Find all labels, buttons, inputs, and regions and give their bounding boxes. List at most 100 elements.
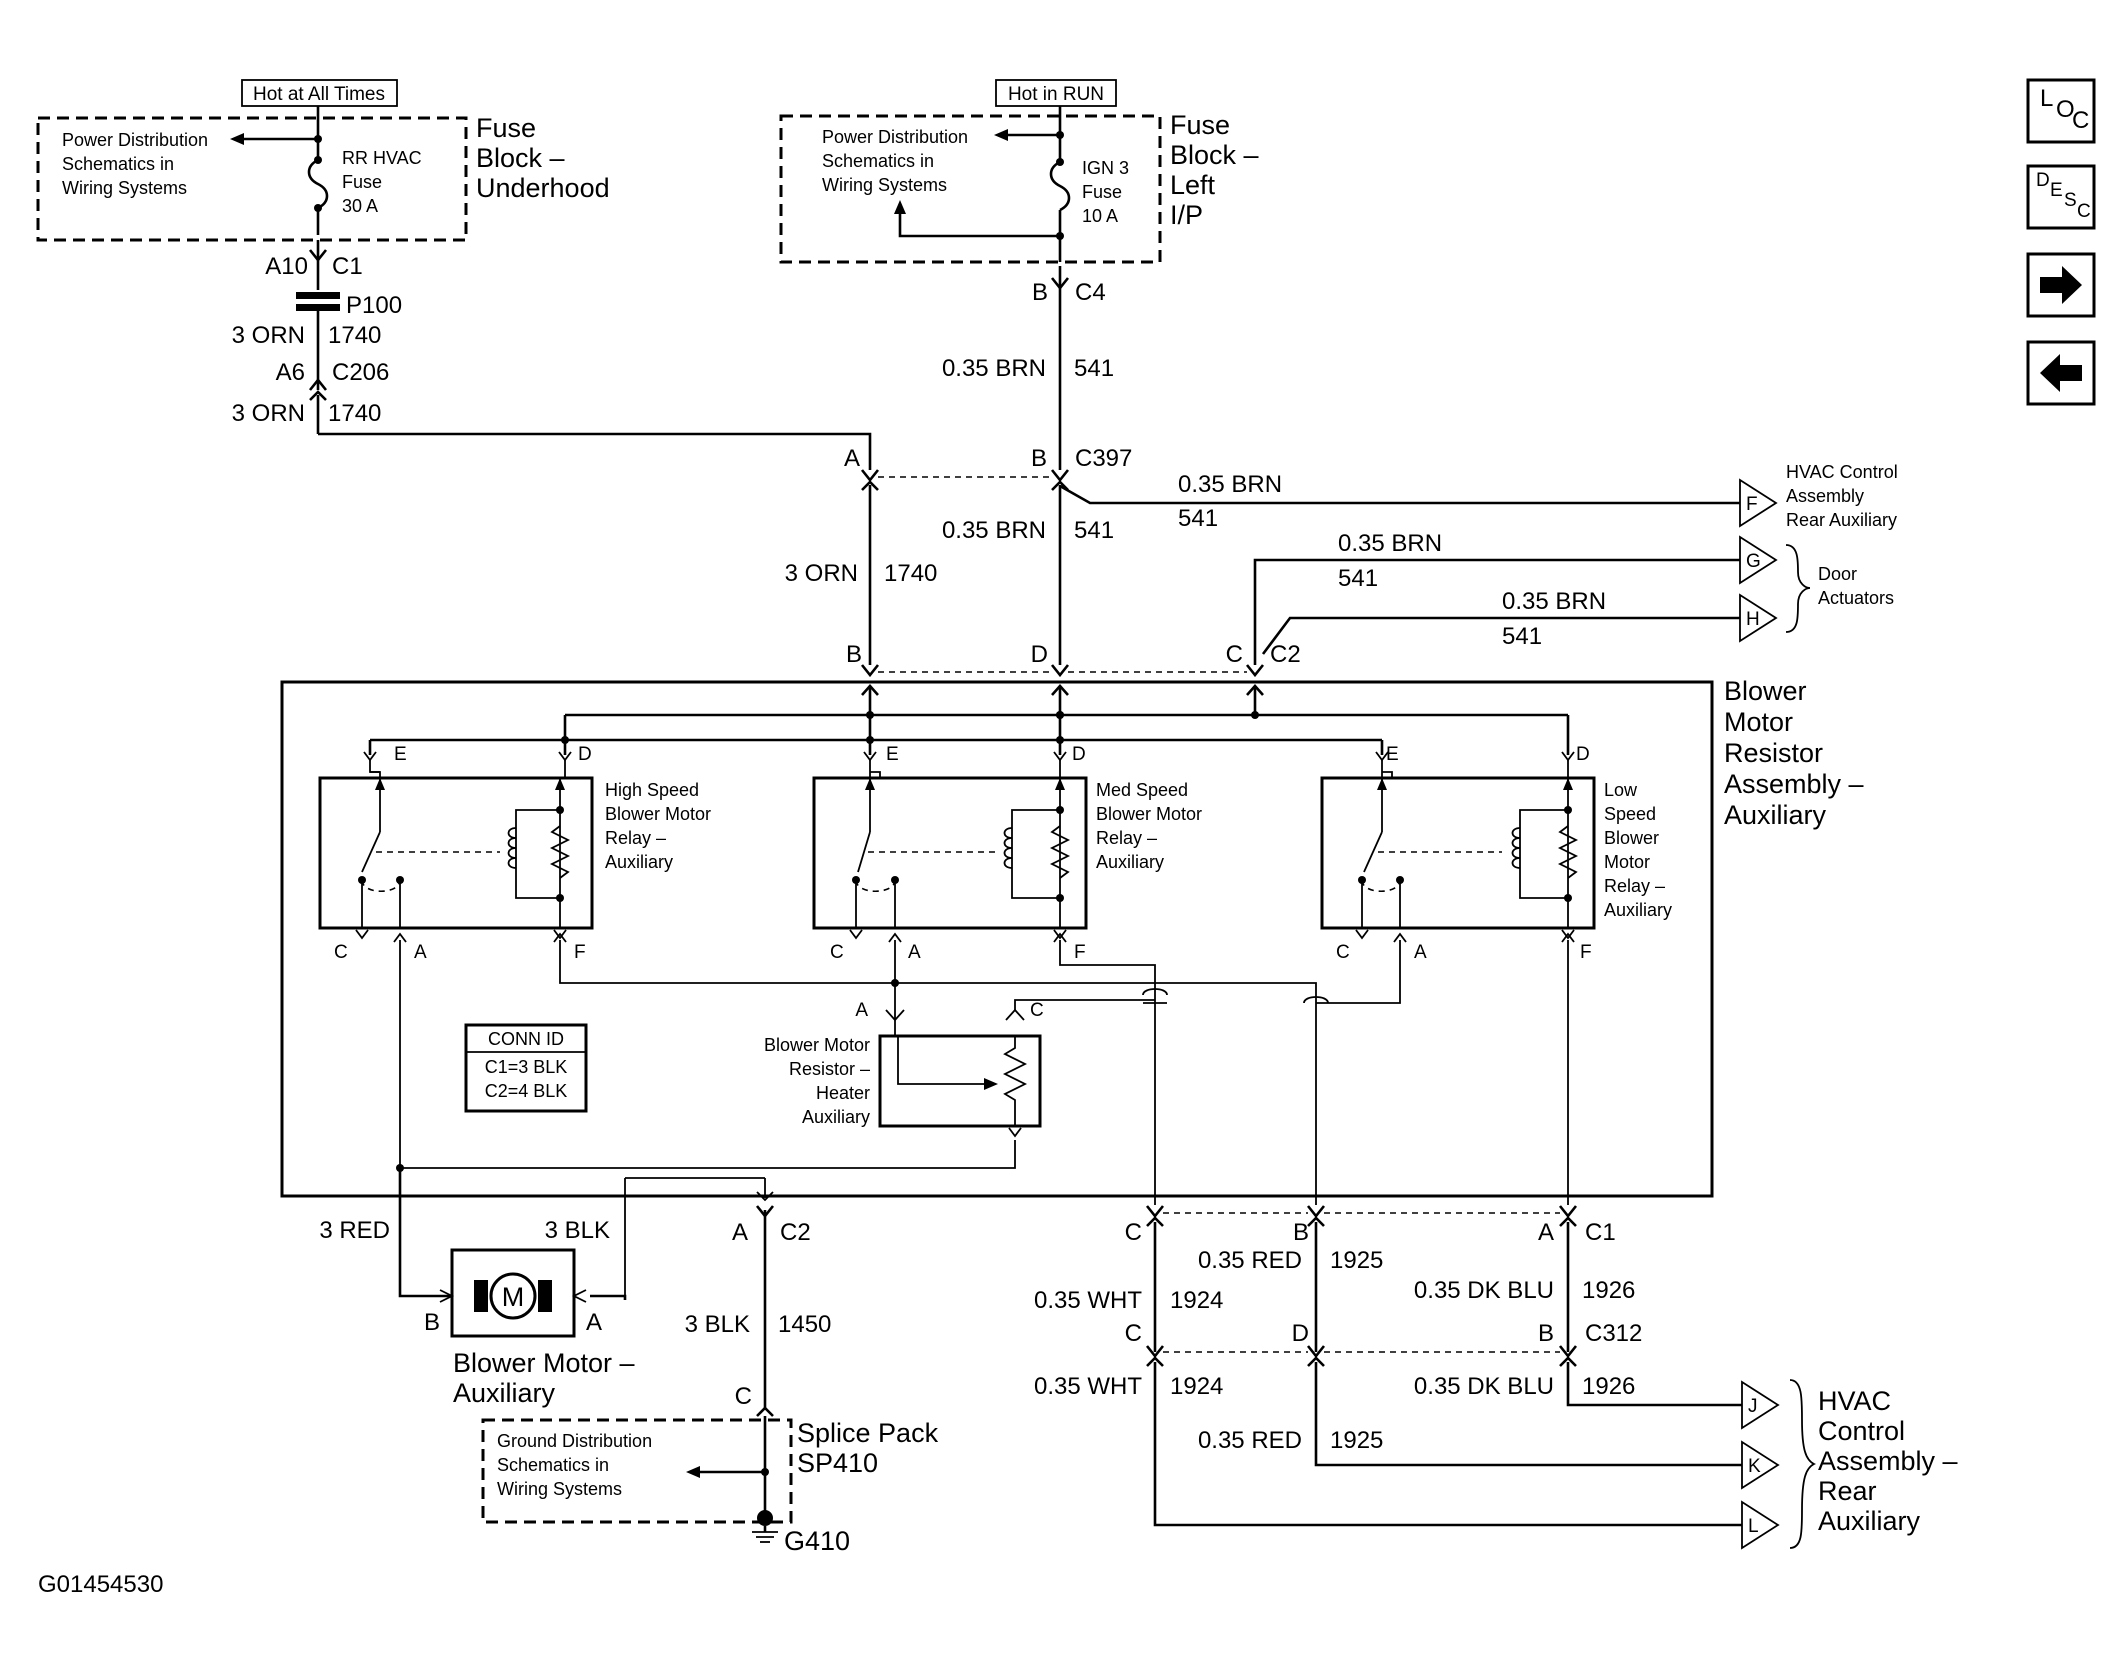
desc-letter-1: D [2036,170,2050,191]
relay-med-line-1: Med Speed [1096,780,1188,800]
motor-icon [489,1272,537,1320]
heater-line-2: Resistor – [789,1059,870,1079]
c397-pin-b: B [1031,445,1047,472]
relay-med-line-3: Relay – [1096,828,1157,848]
blu1-gauge: 0.35 DK BLU [1414,1277,1554,1304]
pd-line-2: Schematics in [62,154,174,174]
wht1-circ: 1924 [1170,1287,1223,1314]
blu1-circ: 1926 [1582,1277,1635,1304]
wht2-circ: 1924 [1170,1373,1223,1400]
wire-3orn-circ-2: 1740 [328,400,381,427]
relay-switch-icon [857,831,871,873]
relay-switch-icon [1363,831,1383,873]
wht2-gauge: 0.35 WHT [1034,1373,1142,1400]
connector-c2-c-icon [1245,664,1265,678]
connector-c397-b-icon [1050,469,1070,483]
fuse-block-left-ip-dashed [779,114,1162,264]
blower-motor-box [450,1248,576,1338]
fuse-block-left-ip-group: Hot in RUN Power Distribution Schematics… [779,79,1259,470]
loc-letter-1: L [2040,85,2053,112]
branch-brn-circ: 541 [1178,505,1218,532]
pin-k-label: K [1748,1456,1761,1477]
gd-line-1: Ground Distribution [497,1431,652,1451]
ground-blk-circ: 1450 [778,1311,831,1338]
motor-pin-b: B [424,1309,440,1336]
arrow-right-icon [2040,266,2082,304]
loc-letter-3: C [2072,107,2089,134]
motor-label-2: Auxiliary [453,1378,556,1408]
splice-label-2: SP410 [797,1448,878,1478]
conn-id-row-2: C2=4 BLK [485,1081,568,1101]
connector-c1-c-icon [1145,1205,1165,1219]
pd2-line-2: Schematics in [822,151,934,171]
relay-high-line-3: Relay – [605,828,666,848]
figure-id: G01454530 [38,1571,163,1598]
conn-id-table [464,1023,588,1113]
arrow-up-icon [1055,778,1065,790]
connector-c312-b-icon [1558,1345,1578,1359]
relay-switch-icon [361,831,381,873]
c2-pin-d: D [1031,641,1048,668]
assembly-label-5: Auxiliary [1724,800,1827,830]
c397-id: C397 [1075,445,1132,472]
orn-circ-3: 1740 [884,560,937,587]
relay1-pin-c: C [334,942,348,963]
splice-pack-dashed [481,1418,793,1524]
relay-high-speed: High Speed Blower Motor Relay – Auxiliar… [318,776,711,963]
c397-pin-a: A [844,445,860,472]
pin-j-label: J [1748,1396,1758,1417]
relay-coil-icon [1511,827,1521,869]
relay3-pin-f: F [1580,942,1592,963]
connector-c1-a-icon [1558,1205,1578,1219]
blower-motor-resistor-heater: A C Blower Motor Resistor – Heater Auxil… [764,999,1155,1138]
left-ip-label-3: Left [1170,170,1216,200]
heater-pin-c: C [1030,1000,1044,1021]
relay2-pin-e: E [886,744,899,765]
hvac-aux-line-1: HVAC Control [1786,462,1898,482]
relay-high-line-1: High Speed [605,780,699,800]
g-brn-circ: 541 [1338,565,1378,592]
relay-low-line-2: Speed [1604,804,1656,824]
pin-l-connector-icon [1741,1500,1780,1550]
underhood-label-1: Fuse [476,113,536,143]
blower-motor-group: 3 RED 3 BLK M B A Blower Motor – Auxilia… [319,1168,939,1556]
loc-button[interactable]: L O C [2026,78,2096,144]
ign3-line-3: 10 A [1082,206,1118,226]
c2-id: C2 [1270,641,1301,668]
motor-blk-label: 3 BLK [545,1217,610,1244]
relay-low-line-5: Relay – [1604,876,1665,896]
pin-j-connector-icon [1741,1380,1780,1430]
motor-label-1: Blower Motor – [453,1348,635,1378]
relay2-pin-a: A [908,942,921,963]
ground-id: G410 [784,1526,850,1556]
arrow-up-icon [865,778,875,790]
c312-pin-b: B [1538,1320,1554,1347]
blu2-gauge: 0.35 DK BLU [1414,1373,1554,1400]
hvac-brace-icon [1789,1379,1817,1549]
resistor-icon [1002,1036,1028,1126]
connector-c397-a-icon [860,469,880,483]
heater-line-3: Heater [816,1083,870,1103]
heater-line-1: Blower Motor [764,1035,870,1055]
hvac-aux-line-2: Assembly [1786,486,1864,506]
c1-pin-label: A10 [265,253,308,280]
motor-symbol: M [502,1282,525,1312]
c206-id-label: C206 [332,359,389,386]
ign3-line-1: IGN 3 [1082,158,1129,178]
desc-button[interactable]: D E S C [2026,164,2096,230]
pd-line-1: Power Distribution [62,130,208,150]
conn-id-row-1: C1=3 BLK [485,1057,568,1077]
next-button[interactable] [2026,252,2096,318]
arrow-right-icon [984,1078,998,1090]
wht1-gauge: 0.35 WHT [1034,1287,1142,1314]
relay3-pin-e: E [1386,744,1399,765]
relay-high-line-4: Auxiliary [605,852,673,872]
hvac-aux-line-3: Rear Auxiliary [1786,510,1897,530]
assembly-label-4: Assembly – [1724,769,1864,799]
arrow-left-icon [230,133,244,145]
connector-c312-d-icon [1306,1345,1326,1359]
rr-hvac-line-3: 30 A [342,196,378,216]
prev-button[interactable] [2026,340,2096,406]
wire-3orn-gauge-2: 3 ORN [232,400,305,427]
c4-pin-label: B [1032,279,1048,306]
